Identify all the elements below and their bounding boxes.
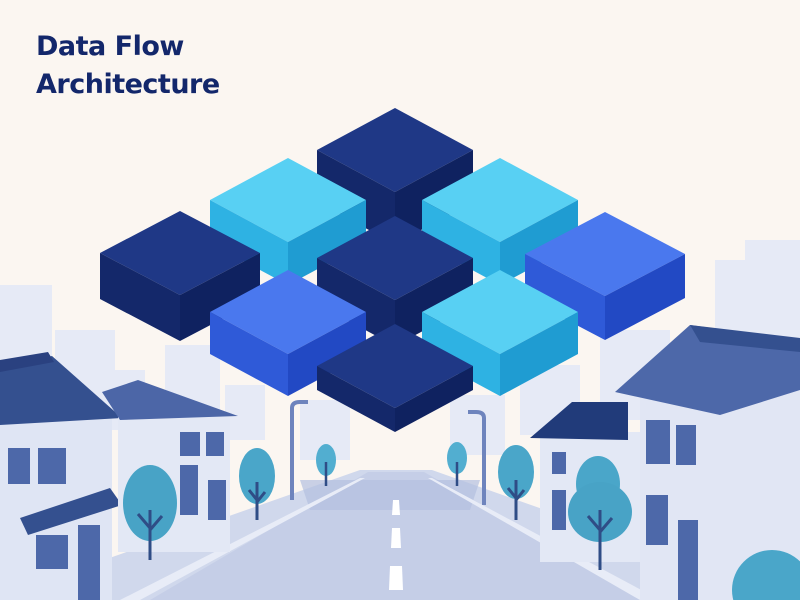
tree-icon [568,456,632,570]
tree-icon [239,448,275,520]
isometric-block-cyan-left [210,158,366,285]
isometric-block-blue-left [210,270,366,396]
left-house-large [0,352,122,600]
street-lamp-left [290,400,308,500]
title-line-2: Architecture [36,69,220,100]
tree-icon [447,442,467,486]
isometric-block-bottom [317,324,473,432]
right-house-large [615,325,800,600]
isometric-block-blue-right [525,212,685,340]
tree-icon [316,444,336,486]
isometric-block-cyan-right [422,158,578,285]
isometric-block-center [317,216,473,346]
isometric-block-cyan-front [422,270,578,396]
title-line-1: Data Flow [36,31,184,62]
isometric-block-navy-left [100,211,260,341]
page-title: Data Flow Architecture [36,28,220,104]
tree-icon [123,465,177,560]
tree-icon [498,445,534,520]
street-lamp-right [468,410,486,505]
